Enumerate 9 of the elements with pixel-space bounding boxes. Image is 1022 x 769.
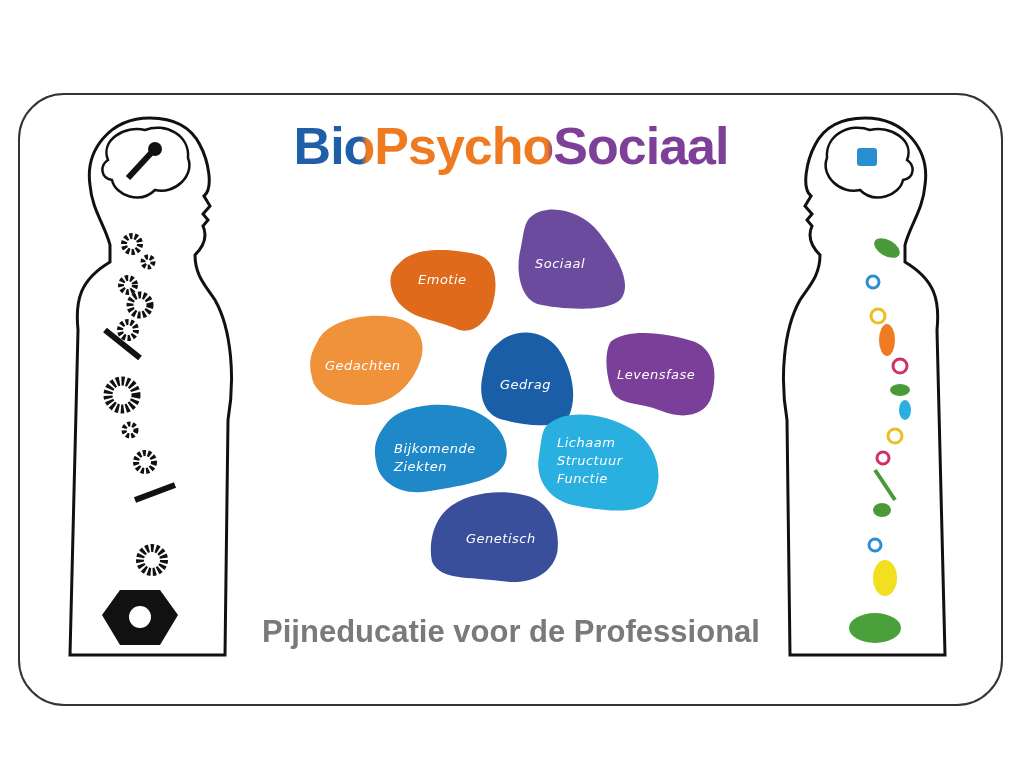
caption: Pijneducatie voor de Professional [261, 614, 761, 650]
blob-label: Sociaal [535, 255, 585, 273]
blob-label: Gedrag [500, 376, 551, 394]
blob-label: Gedachten [325, 357, 401, 375]
blob-label: Lichaam Structuur Functie [557, 434, 624, 488]
blob-label: Bijkomende Ziekten [394, 440, 477, 476]
blob-label: Levensfase [617, 366, 696, 384]
blob-label: Emotie [418, 271, 467, 289]
blob-label: Genetisch [466, 530, 536, 548]
